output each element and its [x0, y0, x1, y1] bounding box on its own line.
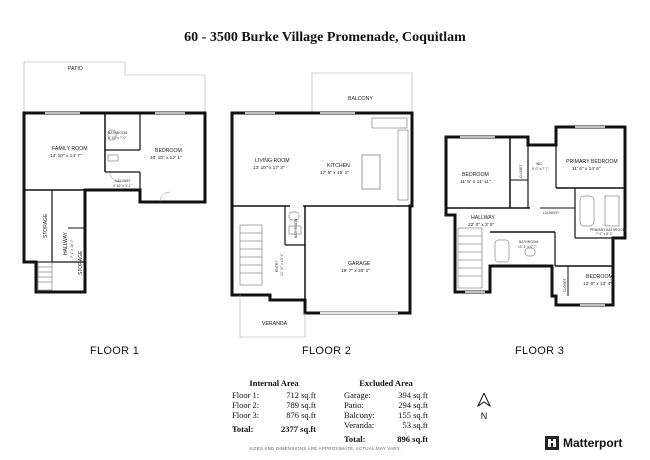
- table-row: Patio: 294 sq.ft: [344, 400, 428, 410]
- f1-family-room-label: FAMILY ROOM: [52, 146, 88, 152]
- f1-bedroom-dim: 10' 10" x 12' 1": [150, 155, 182, 161]
- internal-area-total: Total: 2377 sq.ft: [232, 424, 316, 434]
- f3-hallway-label: HALLWAY: [471, 215, 495, 221]
- disclaimer: SIZES AND DIMENSIONS ARE APPROXIMATE, AC…: [249, 446, 401, 451]
- table-row: Garage: 394 sq.ft: [344, 390, 428, 400]
- f2-garage-dim: 19' 7" x 20' 1": [341, 268, 370, 274]
- f3-bathroom-label: BATHROOM: [519, 240, 539, 244]
- veranda-outline: [239, 295, 306, 338]
- f1-bathroom-label: BATHROOM: [108, 131, 128, 135]
- matterport-icon: [545, 436, 559, 450]
- f2-living-room-dim: 13' 10" x 17' 3": [253, 165, 285, 171]
- f1-bathroom-dim: 4' 10" x 7' 0": [108, 136, 127, 140]
- f2-balcony-label: BALCONY: [348, 96, 373, 102]
- f1-storage-2-label: STORAGE: [78, 250, 84, 275]
- f3-closet-1-label: CLOSET: [519, 164, 523, 178]
- f3-primary-bathroom-label: PRIMARY BATHROOM: [590, 228, 626, 232]
- internal-area-heading: Internal Area: [249, 378, 299, 388]
- floor-2-plan: BALCONY LIVING ROOM 13' 10" x 17' 3" KIT…: [230, 72, 414, 338]
- f3-primary-bedroom-dim: 11' 6" x 14' 6": [572, 166, 601, 172]
- excluded-area-table: Excluded Area Garage: 394 sq.ft Patio: 2…: [344, 378, 428, 444]
- f3-primary-bathroom-dim: 7' 6" x 8' 4": [596, 232, 614, 236]
- f1-hallway-dim: 4' 10" x 3' 1": [113, 184, 132, 188]
- f2-bathroom-label: BATHROOM: [294, 218, 298, 238]
- f3-closet-2-label: CLOSET: [563, 278, 567, 292]
- floor-1-plan: PATIO FAMILY ROOM 14' 10" x 14' 7" BATHR…: [22, 61, 207, 294]
- table-row: Veranda: 53 sq.ft: [344, 420, 428, 430]
- f3-bedroom-2-dim: 12' 0" x 13' 4": [583, 281, 612, 287]
- internal-area-table: Internal Area Floor 1: 712 sq.ft Floor 2…: [232, 378, 316, 434]
- f1-hallway-2-dim: 7' 1" x 16' 0": [70, 239, 74, 258]
- f3-primary-bedroom-label: PRIMARY BEDROOM: [566, 159, 618, 165]
- excluded-area-total: Total: 896 sq.ft: [344, 434, 428, 444]
- kitchen-island: [361, 154, 381, 190]
- excluded-area-heading: Excluded Area: [359, 378, 413, 388]
- f3-bedroom-1-dim: 11' 5" x 11' 11": [460, 179, 491, 185]
- f3-wic-label: WIC: [536, 162, 543, 166]
- north-label: N: [480, 411, 488, 421]
- floor-2-walls: [230, 111, 414, 315]
- balcony-outline: [311, 72, 413, 113]
- north-arrow: N: [476, 391, 492, 421]
- f2-entry-label: ENTRY: [275, 260, 279, 272]
- f1-hallway-label: HALLWAY: [115, 179, 131, 183]
- f3-bedroom-1-label: BEDROOM: [462, 172, 489, 178]
- f2-veranda-label: VERANDA: [262, 321, 288, 327]
- table-row: Floor 1: 712 sq.ft: [232, 390, 316, 400]
- f2-garage-label: GARAGE: [348, 261, 371, 267]
- f2-kitchen-dim: 17' 5" x 15' 1": [320, 170, 349, 176]
- f2-living-room-label: LIVING ROOM: [255, 158, 290, 164]
- brand-name: Matterport: [563, 436, 623, 450]
- f3-hallway-dim: 22' 0" x 3' 5": [468, 222, 495, 228]
- floor-1-label: FLOOR 1: [90, 345, 140, 357]
- floor-3-plan: BEDROOM 11' 5" x 11' 11" CLOSET WIC 5' 0…: [444, 125, 627, 307]
- table-row: Floor 3: 876 sq.ft: [232, 410, 316, 420]
- f1-storage-1-label: STORAGE: [43, 213, 49, 238]
- f1-family-room-dim: 14' 10" x 14' 7": [50, 153, 82, 159]
- f3-bathroom-dim: 10' 4" x 5' 7": [518, 245, 537, 249]
- f3-bedroom-2-label: BEDROOM: [586, 274, 613, 280]
- table-row: Floor 2: 789 sq.ft: [232, 400, 316, 410]
- f3-wic-dim: 5' 0" x 7' 7": [532, 167, 550, 171]
- brand-logo: Matterport: [545, 436, 622, 450]
- f3-laundry-label: LAUNDRY: [543, 211, 560, 215]
- f1-patio-label: PATIO: [68, 66, 83, 72]
- f2-kitchen-label: KITCHEN: [327, 163, 350, 169]
- table-row: Balcony: 155 sq.ft: [344, 410, 428, 420]
- f1-bedroom-label: BEDROOM: [155, 148, 182, 154]
- patio-outline: [24, 61, 205, 76]
- north-arrow-icon: [476, 391, 492, 408]
- f2-entry-dim: 10' 10" x 13' 1": [280, 253, 284, 276]
- floor-2-label: FLOOR 2: [302, 345, 352, 357]
- page-title: 60 - 3500 Burke Village Promenade, Coqui…: [184, 30, 466, 45]
- floor-3-label: FLOOR 3: [515, 345, 565, 357]
- f1-hallway-2-label: HALLWAY: [63, 231, 69, 255]
